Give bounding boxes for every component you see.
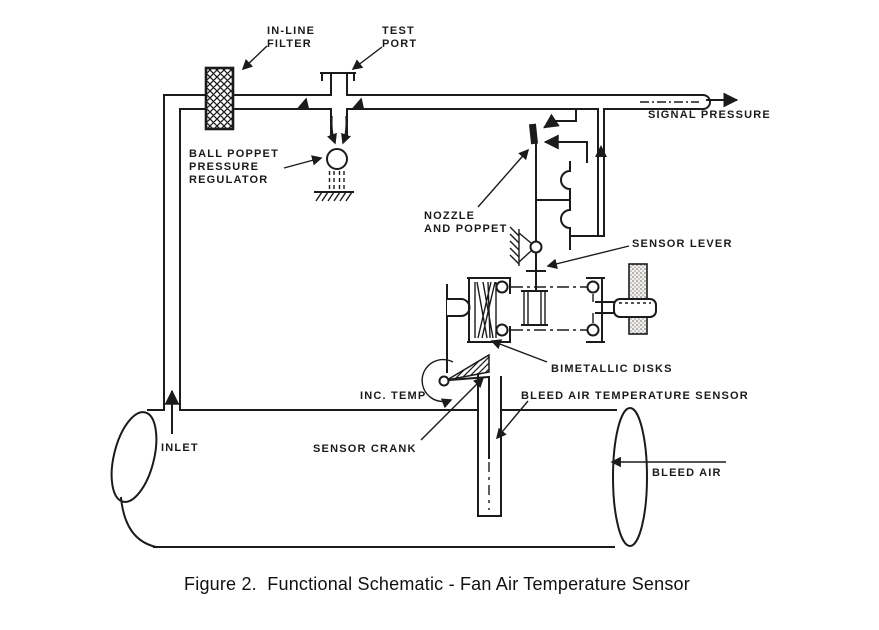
inc-temp-rotation-arrow	[421, 358, 454, 409]
regulator-leader-arrow	[283, 155, 323, 169]
label-ball-poppet: BALL POPPET	[189, 148, 279, 160]
cage-ball-bottom	[495, 323, 509, 337]
label-sensor-lever: SENSOR LEVER	[632, 238, 733, 250]
crank-pivot	[438, 375, 450, 387]
in-line-filter	[204, 66, 235, 131]
bimetallic-disk-assembly	[446, 263, 657, 373]
ball-poppet-pressure-regulator	[314, 115, 354, 202]
label-bimetallic-disks: BIMETALLIC DISKS	[551, 363, 673, 375]
label-nozzle-and-poppet: NOZZLE	[424, 210, 475, 222]
poppet-ball	[326, 148, 348, 170]
nozzle-and-poppet	[528, 108, 588, 163]
nozzle-bar	[528, 123, 539, 145]
sensor-lever	[509, 143, 546, 292]
piston-spool	[521, 290, 548, 326]
adjustment-screw	[595, 298, 657, 318]
diagram-labels: IN-LINE FILTER TEST PORT BALL POPPET PRE…	[161, 25, 771, 479]
duct-left-end	[110, 411, 158, 503]
nozzle-leader-arrow	[477, 148, 530, 208]
label-signal-pressure: SIGNAL PRESSURE	[648, 109, 771, 121]
label-test-port: TEST	[382, 25, 415, 37]
ground-symbol	[314, 191, 354, 202]
disk-cage	[467, 277, 511, 343]
label-in-line-filter: IN-LINE	[267, 25, 315, 37]
preload-plunger	[446, 298, 471, 317]
cage-ball-top	[495, 280, 509, 294]
duct-right-end	[612, 407, 648, 547]
bleed-air-sensor-leader-arrow	[495, 400, 529, 440]
servo-flow-arrow	[595, 145, 607, 157]
sensor-crank-leader-arrow	[420, 376, 485, 441]
label-in-line-filter-2: FILTER	[267, 38, 312, 50]
crank-support-wedge	[446, 353, 490, 381]
bimetallic-disk-stack	[474, 281, 497, 339]
bimetallic-disks-leader-arrow	[490, 339, 548, 363]
label-ball-poppet-2: PRESSURE	[189, 161, 259, 173]
label-ball-poppet-3: REGULATOR	[189, 174, 268, 186]
label-nozzle-and-poppet-2: AND POPPET	[424, 223, 508, 235]
label-sensor-crank: SENSOR CRANK	[313, 443, 417, 455]
test-port-leader-arrow	[351, 46, 383, 70]
label-bleed-air: BLEED AIR	[652, 467, 722, 479]
pivot-circle	[529, 240, 543, 254]
temperature-probe	[477, 373, 502, 517]
in-line-filter-leader-arrow	[241, 45, 268, 71]
bracket-ball-bottom	[586, 323, 600, 337]
label-bleed-air-temperature-sensor: BLEED AIR TEMPERATURE SENSOR	[521, 390, 749, 402]
output-bracket	[586, 277, 605, 343]
flow-arrow-right	[352, 97, 364, 109]
signal-line-end-cap	[701, 93, 711, 111]
flow-arrow-left	[297, 97, 309, 109]
supply-line	[163, 93, 711, 411]
servo-chamber	[535, 108, 607, 250]
figure-caption: Figure 2. Functional Schematic - Fan Air…	[184, 574, 690, 594]
bleed-air-duct	[110, 407, 648, 549]
label-test-port-2: PORT	[382, 38, 417, 50]
label-inlet: INLET	[161, 442, 199, 454]
sensor-lever-leader-arrow	[546, 245, 630, 269]
label-inc-temp: INC. TEMP	[360, 390, 426, 402]
leader-arrows	[241, 45, 726, 468]
test-port	[320, 72, 356, 137]
bracket-ball-top	[586, 280, 600, 294]
lever-pivot-support	[509, 226, 532, 266]
